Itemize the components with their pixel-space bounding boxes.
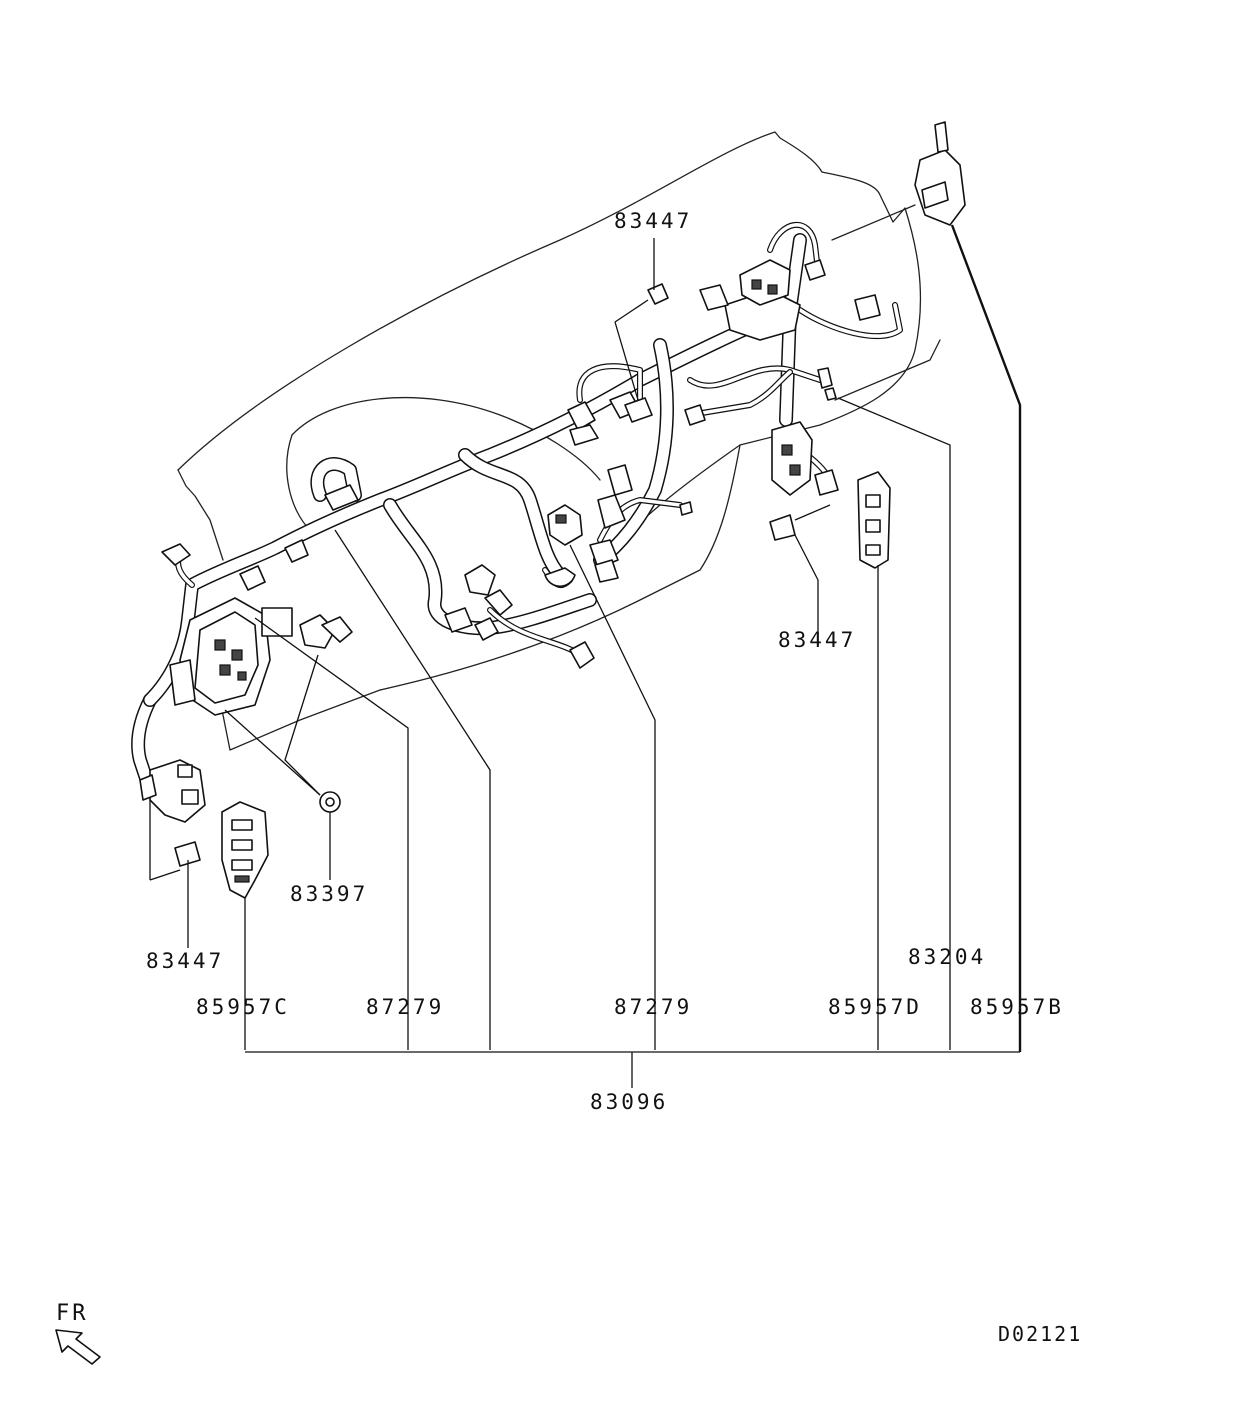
clip-connectors-left <box>161 484 359 649</box>
clip-top-part <box>647 283 669 305</box>
fuse-block-left <box>169 597 293 716</box>
bracket-c-part <box>221 801 269 899</box>
instrument-panel-outline <box>177 131 941 751</box>
clip-left-part <box>174 841 201 867</box>
junction-block-upper-right <box>699 259 881 341</box>
bracket-d-part <box>857 471 891 569</box>
label-sensor: 83204 <box>908 945 986 969</box>
label-relay-left: 87279 <box>366 995 444 1019</box>
label-clip-right: 83447 <box>778 628 856 652</box>
connector-block-right <box>771 421 839 496</box>
connectors-center <box>444 367 837 669</box>
front-orientation: FR <box>55 1301 101 1365</box>
connector-lower-left <box>139 759 206 823</box>
label-harness: 83096 <box>590 1090 668 1114</box>
label-grommet: 83397 <box>290 882 368 906</box>
fr-label: FR <box>56 1301 89 1326</box>
label-clip-left: 83447 <box>146 949 224 973</box>
diagram-code: D02121 <box>998 1322 1082 1346</box>
label-clip-top: 83447 <box>614 209 692 233</box>
front-direction-arrow-icon <box>55 1329 101 1365</box>
relay-box-center <box>544 504 583 588</box>
label-relay-right: 87279 <box>614 995 692 1019</box>
clip-right-part <box>769 514 796 541</box>
label-bracket-d: 85957D <box>828 995 922 1019</box>
label-bracket-c: 85957C <box>196 995 290 1019</box>
bracket-b-part <box>914 121 966 226</box>
leader-lines <box>149 224 1022 1088</box>
label-bracket-b: 85957B <box>970 995 1064 1019</box>
